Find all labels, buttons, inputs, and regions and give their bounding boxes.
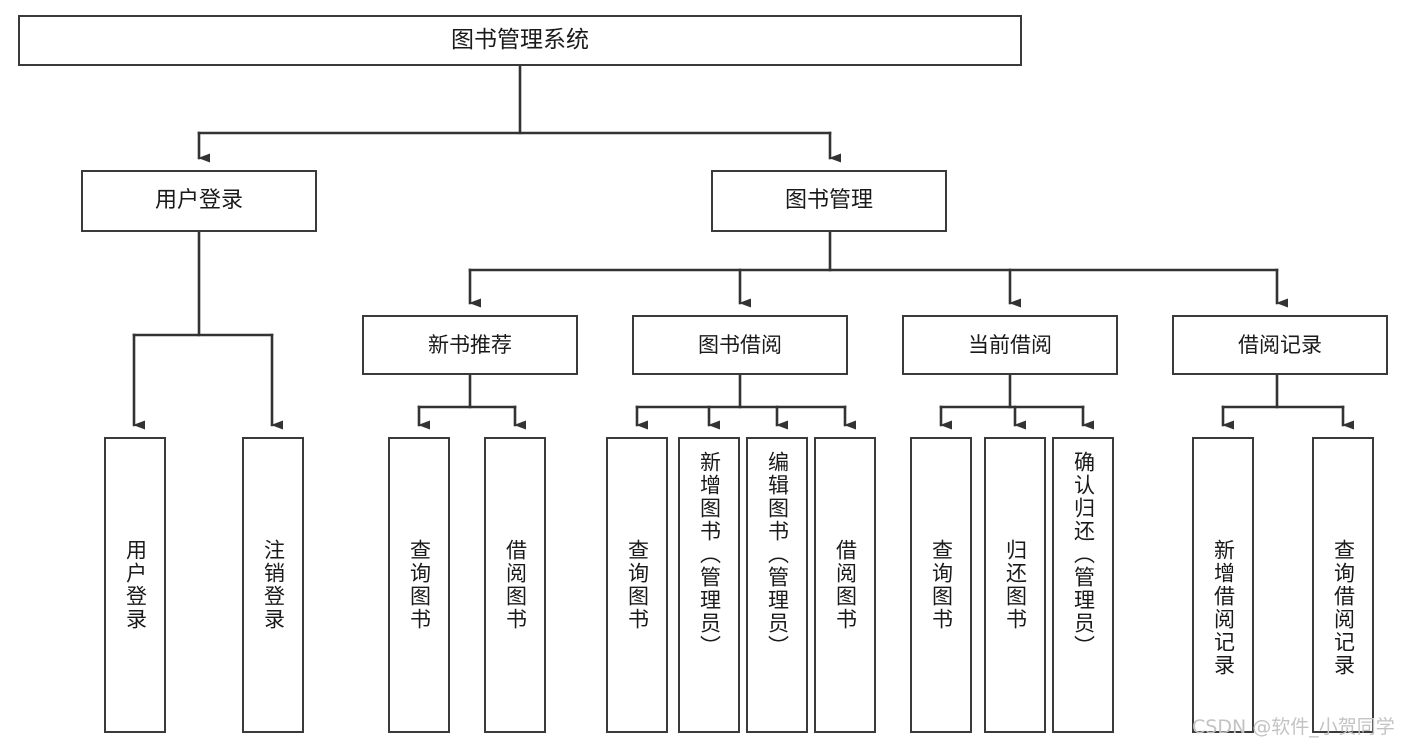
node-leaf-add-book-admin[interactable]: 新增图书（管理员） [678,437,740,733]
node-book-borrow-label: 图书借阅 [698,332,782,357]
node-leaf-query-borrow-record[interactable]: 查询借阅记录 [1312,437,1374,733]
node-leaf-add-book-admin-label: 新增图书（管理员） [697,451,722,658]
node-leaf-logout-login-label: 注销登录 [261,539,286,631]
node-new-book-recommend-label: 新书推荐 [428,332,512,357]
node-book-manage-label: 图书管理 [784,188,873,214]
csdn-watermark: CSDN @软件_小贺同学 [1192,716,1395,738]
node-book-manage[interactable]: 图书管理 [711,170,947,232]
node-leaf-add-borrow-record-label: 新增借阅记录 [1211,539,1236,677]
node-leaf-query-book-2-label: 查询图书 [625,539,650,631]
node-leaf-borrow-book-1[interactable]: 借阅图书 [484,437,546,733]
node-current-borrow-label: 当前借阅 [968,332,1052,357]
node-root-label: 图书管理系统 [451,26,589,53]
node-leaf-query-book-1-label: 查询图书 [407,539,432,631]
node-leaf-edit-book-admin[interactable]: 编辑图书（管理员） [746,437,808,733]
node-leaf-edit-book-admin-label: 编辑图书（管理员） [765,451,790,658]
node-leaf-confirm-return-admin[interactable]: 确认归还（管理员） [1052,437,1114,733]
node-user-login[interactable]: 用户登录 [81,170,317,232]
node-leaf-user-login[interactable]: 用户登录 [104,437,166,733]
node-leaf-query-book-2[interactable]: 查询图书 [606,437,668,733]
node-user-login-label: 用户登录 [154,188,243,214]
node-borrow-record[interactable]: 借阅记录 [1172,315,1388,375]
node-leaf-add-borrow-record[interactable]: 新增借阅记录 [1192,437,1254,733]
node-leaf-logout-login[interactable]: 注销登录 [242,437,304,733]
node-leaf-return-book-label: 归还图书 [1003,539,1028,631]
node-leaf-borrow-book-2[interactable]: 借阅图书 [814,437,876,733]
node-new-book-recommend[interactable]: 新书推荐 [362,315,578,375]
node-leaf-query-borrow-record-label: 查询借阅记录 [1331,539,1356,677]
node-leaf-return-book[interactable]: 归还图书 [984,437,1046,733]
node-root[interactable]: 图书管理系统 [18,15,1022,66]
node-leaf-user-login-label: 用户登录 [123,539,148,631]
node-current-borrow[interactable]: 当前借阅 [902,315,1118,375]
node-leaf-confirm-return-admin-label: 确认归还（管理员） [1071,451,1096,658]
node-book-borrow[interactable]: 图书借阅 [632,315,848,375]
node-leaf-query-book-1[interactable]: 查询图书 [388,437,450,733]
node-leaf-borrow-book-1-label: 借阅图书 [503,539,528,631]
node-borrow-record-label: 借阅记录 [1238,332,1322,357]
node-leaf-query-book-3-label: 查询图书 [929,539,954,631]
node-leaf-query-book-3[interactable]: 查询图书 [910,437,972,733]
node-leaf-borrow-book-2-label: 借阅图书 [833,539,858,631]
